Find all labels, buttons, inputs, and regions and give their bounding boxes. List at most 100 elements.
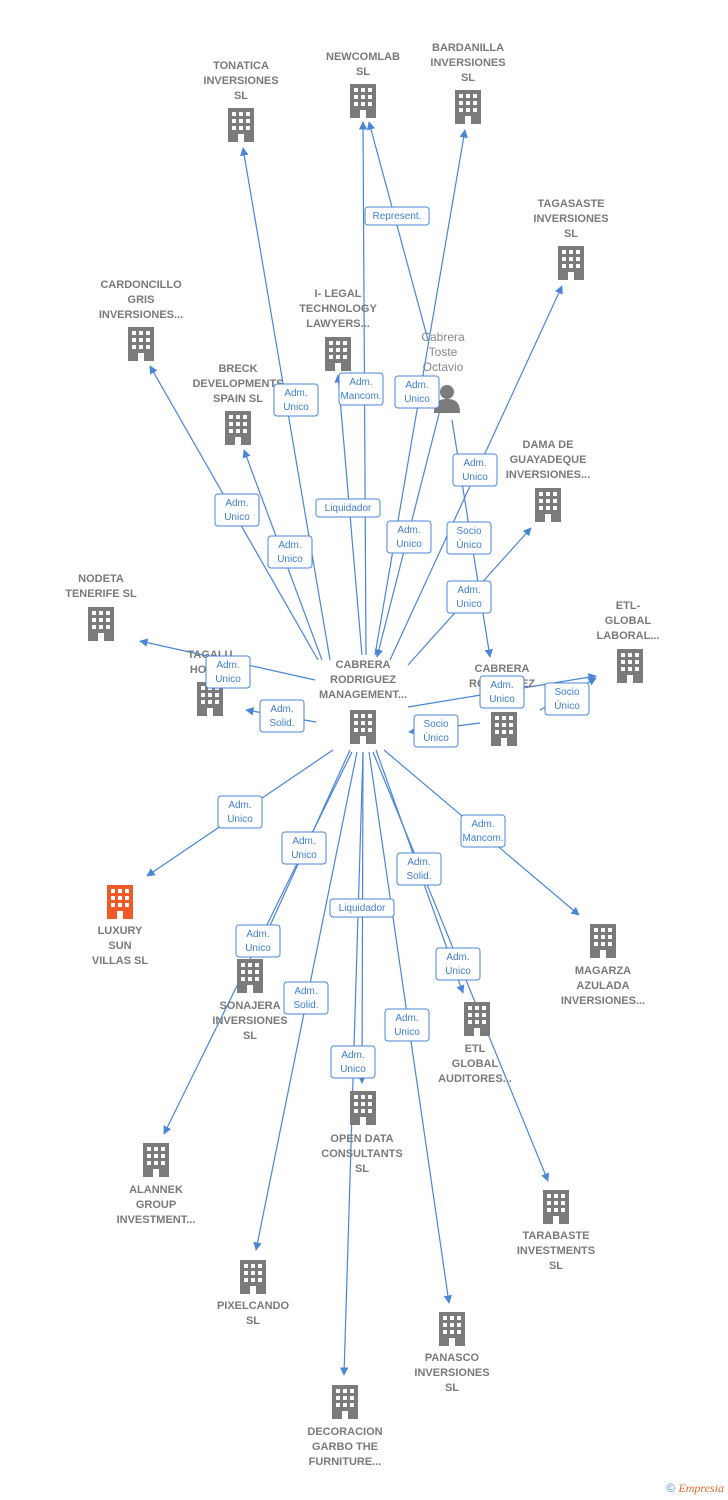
node-label-newcomlab: NEWCOMLAB: [326, 51, 400, 63]
edge-label-center-to-pixelcando[interactable]: Adm.Solid.: [283, 981, 329, 1015]
node-label-sonajera: SONAJERA: [219, 1000, 280, 1012]
edge-label-center-to-luxury[interactable]: Adm.Unico: [217, 795, 263, 829]
node-label-dama: DAMA DE: [523, 439, 574, 451]
edge-label-person-to-center[interactable]: Adm.Unico: [386, 520, 432, 554]
node-label-etl_aud: GLOBAL: [452, 1058, 499, 1070]
edge-labels-layer: Adm.UnicoLiquidadorRepresent.Adm.UnicoAd…: [205, 206, 590, 1079]
edge-label-text: Adm.: [407, 857, 430, 868]
edge-label-text: Unico: [489, 694, 515, 705]
edge-label-text: Único: [554, 699, 580, 712]
node-ilegal[interactable]: I- LEGALTECHNOLOGYLAWYERS...: [299, 288, 377, 371]
node-label-center: MANAGEMENT...: [319, 689, 407, 701]
node-label-breck: DEVELOPMENTS: [192, 378, 283, 390]
edge-label-center-to-cardoncillo[interactable]: Adm.Unico: [214, 493, 260, 527]
edge-label-center-to-newcomlab[interactable]: Liquidador: [315, 498, 381, 518]
edge-label-text: Adm.: [278, 540, 301, 551]
footer-credit[interactable]: © Empresia: [666, 1481, 724, 1496]
node-label-dama: INVERSIONES...: [506, 469, 590, 481]
node-label-etl_laboral: LABORAL...: [597, 630, 660, 642]
edge-label-text: Unico: [227, 814, 253, 825]
edge-label-center-to-opendata[interactable]: Liquidador: [329, 898, 395, 918]
node-label-magarza: AZULADA: [576, 980, 629, 992]
edge-label-person-to-newcomlab[interactable]: Represent.: [364, 206, 430, 226]
node-label-tonatica: SL: [234, 90, 248, 102]
nodes-layer: CABRERARODRIGUEZMANAGEMENT...TONATICAINV…: [65, 42, 659, 1468]
edge-label-text: Socio: [554, 687, 579, 698]
edge-label-text: Adm.: [216, 660, 239, 671]
building-icon: [439, 1312, 465, 1346]
node-cardoncillo[interactable]: CARDONCILLOGRISINVERSIONES...: [99, 279, 183, 361]
node-label-tonatica: INVERSIONES: [203, 75, 278, 87]
edge-label-center-to-ilegal[interactable]: Adm.Mancom.: [338, 372, 384, 406]
edge-label-center-to-tonatica[interactable]: Adm.Unico: [273, 383, 319, 417]
edge-label-text: Adm.: [446, 952, 469, 963]
building-icon: [128, 327, 154, 361]
edge-label-text: Unico: [340, 1064, 366, 1075]
edge-label-center-to-tagalu[interactable]: Adm.Solid.: [259, 699, 305, 733]
node-label-ilegal: TECHNOLOGY: [299, 303, 377, 315]
building-icon: [350, 1091, 376, 1125]
edge-label-text: Unico: [215, 674, 241, 685]
building-icon: [464, 1002, 490, 1036]
edge-label-text: Unico: [456, 599, 482, 610]
building-icon: [225, 411, 251, 445]
node-magarza[interactable]: MAGARZAAZULADAINVERSIONES...: [561, 924, 645, 1007]
edge-label-center-to-tarabaste[interactable]: Adm.Unico: [435, 947, 481, 981]
building-icon: [332, 1385, 358, 1419]
node-center[interactable]: CABRERARODRIGUEZMANAGEMENT...: [319, 659, 407, 744]
node-alannek[interactable]: ALANNEKGROUPINVESTMENT...: [117, 1143, 196, 1226]
node-etl_laboral[interactable]: ETL-GLOBALLABORAL...: [597, 600, 660, 683]
building-icon: [228, 108, 254, 142]
node-label-tagasaste: SL: [564, 228, 578, 240]
node-dama[interactable]: DAMA DEGUAYADEQUEINVERSIONES...: [506, 439, 590, 522]
edge-label-center-to-sonajera[interactable]: Adm.Unico: [281, 831, 327, 865]
building-icon: [535, 488, 561, 522]
edge-label-center-to-magarza[interactable]: Adm.Mancom.: [460, 814, 506, 848]
node-label-bardanilla: BARDANILLA: [432, 42, 504, 54]
edge-label-center-to-decoracion[interactable]: Adm.Unico: [330, 1045, 376, 1079]
edge-label-text: Único: [423, 731, 449, 744]
node-label-tarabaste: INVESTMENTS: [517, 1245, 595, 1257]
edge-label-center-to-breck[interactable]: Adm.Unico: [267, 535, 313, 569]
node-label-cabrera_as: CABRERA: [475, 663, 530, 675]
edge-label-text: Unico: [396, 539, 422, 550]
node-label-breck: SPAIN SL: [213, 393, 263, 405]
edge-label-center-to-bardanilla[interactable]: Adm.Unico: [394, 375, 440, 409]
node-label-etl_laboral: GLOBAL: [605, 615, 652, 627]
edge-label-center-to-panasco[interactable]: Adm.Unico: [384, 1008, 430, 1042]
edge-label-center-to-nodeta[interactable]: Adm. Unico: [205, 655, 251, 689]
edge-label-center-to-tagasaste[interactable]: Adm.Unico: [452, 453, 498, 487]
edge-label-center-to-alannek[interactable]: Adm.Unico: [235, 924, 281, 958]
node-label-alannek: INVESTMENT...: [117, 1214, 196, 1226]
node-etl_aud[interactable]: ETLGLOBALAUDITORES...: [438, 1002, 512, 1085]
node-label-person: Toste: [429, 345, 458, 359]
building-icon: [143, 1143, 169, 1177]
node-label-etl_aud: AUDITORES...: [438, 1073, 512, 1085]
edge-label-text: Adm.: [457, 585, 480, 596]
node-label-luxury: SUN: [108, 940, 131, 952]
edge-label-center-to-dama[interactable]: Adm. Unico: [446, 580, 492, 614]
edge-label-center-to-etl_aud[interactable]: Adm.Solid.: [396, 852, 442, 886]
building-icon: [558, 246, 584, 280]
edge-label-center-to-etl_laboral[interactable]: Adm.Unico: [479, 675, 525, 709]
edge-label-text: Adm.: [270, 704, 293, 715]
edge-label-text: Adm.: [294, 986, 317, 997]
node-label-alannek: ALANNEK: [129, 1184, 183, 1196]
